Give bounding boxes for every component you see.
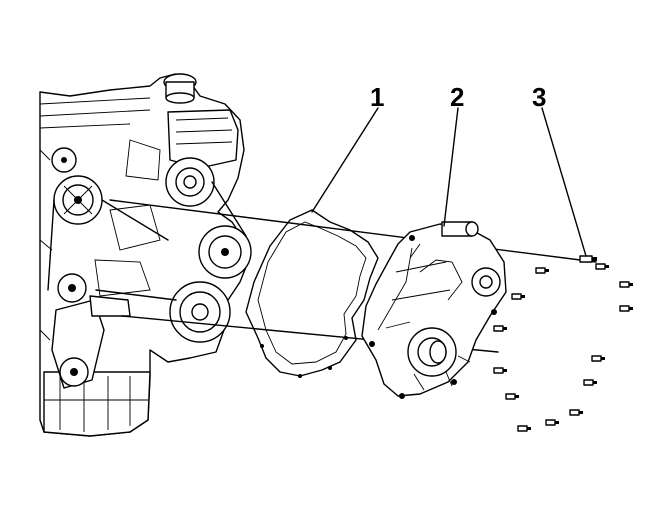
callout-2-label: 2 [450,82,464,112]
callout-1-label: 1 [370,82,384,112]
bolt [493,325,507,332]
callout-3-label: 3 [532,82,546,112]
bolt [511,293,525,300]
leader-2 [443,107,459,227]
engine-block [39,73,252,437]
bolt [493,367,507,374]
bolt [569,409,583,416]
leader-1 [311,107,379,213]
bolt [619,281,633,288]
engine-front-cover [361,221,507,399]
leader-3 [541,107,587,257]
front-cover-gasket [245,209,379,378]
bolt [619,305,633,312]
bolt [595,263,609,270]
bolt [583,379,597,386]
bolt [535,267,549,274]
bolt [517,425,531,432]
bolt [545,419,559,426]
bolt [505,393,519,400]
cover-bolts [493,255,633,432]
callout-leaders [311,107,587,257]
bolt [591,355,605,362]
